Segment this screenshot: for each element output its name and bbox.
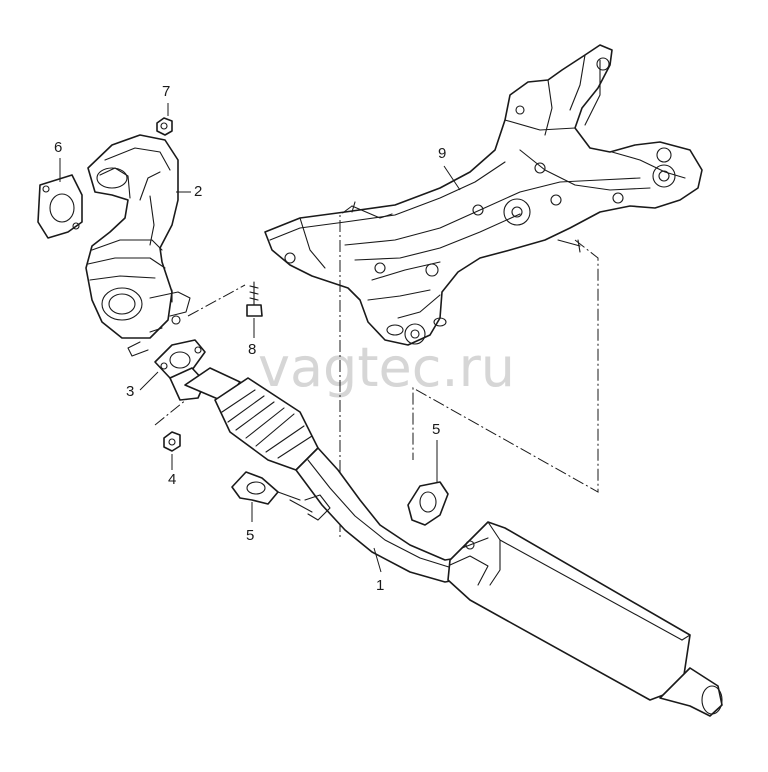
reference-line: [412, 239, 599, 493]
callout-9: 9: [438, 145, 446, 162]
callout-8: 8: [248, 341, 256, 358]
watermark-text: vagtec.ru: [258, 336, 515, 399]
rubber-mount-left: [231, 471, 301, 505]
bolt: [246, 281, 263, 317]
callout-5-left: 5: [246, 527, 254, 544]
callout-2: 2: [194, 183, 202, 200]
callout-7: 7: [162, 83, 170, 100]
exhaust-manifold: [85, 134, 191, 357]
flange-gasket: [154, 339, 206, 379]
callout-5-right: 5: [432, 421, 440, 438]
manifold-gasket: [37, 174, 83, 239]
reference-line: [339, 205, 353, 540]
exhaust-pipe: [169, 367, 723, 717]
rubber-mount-right: [407, 481, 449, 526]
callout-6: 6: [54, 139, 62, 156]
callout-4: 4: [168, 471, 176, 488]
callout-3: 3: [126, 383, 134, 400]
nut-top: [156, 117, 173, 136]
nut-bottom: [163, 431, 181, 452]
callout-1: 1: [376, 577, 384, 594]
subframe: [264, 44, 703, 346]
